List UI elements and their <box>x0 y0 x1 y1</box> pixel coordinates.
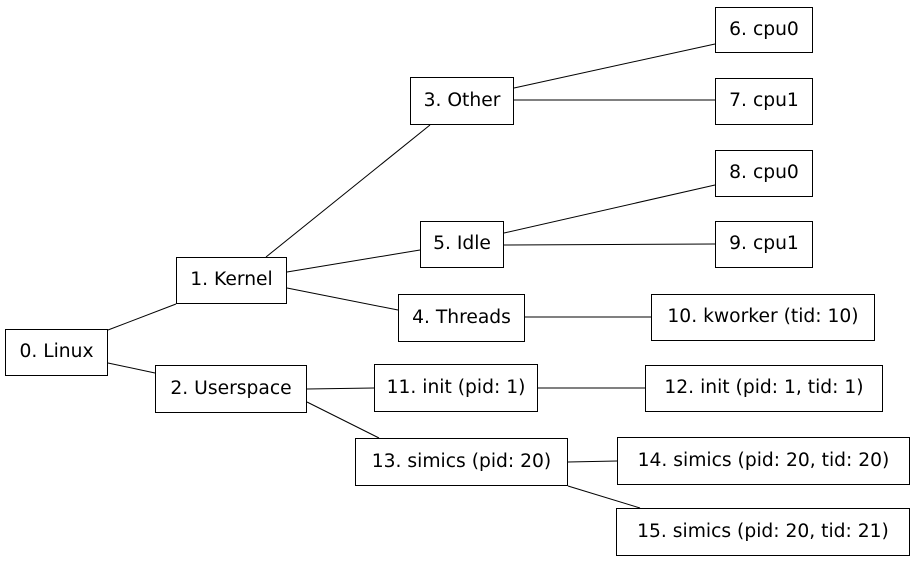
node-label: 0. Linux <box>19 341 94 363</box>
node-label: 7. cpu1 <box>729 90 799 112</box>
node-label: 8. cpu0 <box>729 162 799 184</box>
edge-userspace-init <box>306 387 375 390</box>
node-label: 15. simics (pid: 20, tid: 21) <box>637 520 889 542</box>
edge-simics-thread20 <box>567 460 618 463</box>
node-14-simics-thread20: 14. simics (pid: 20, tid: 20) <box>617 437 910 485</box>
node-10-kworker: 10. kworker (tid: 10) <box>651 294 875 341</box>
node-label: 6. cpu0 <box>729 18 799 40</box>
node-3-other: 3. Other <box>410 77 514 125</box>
node-label: 10. kworker (tid: 10) <box>667 306 859 328</box>
edge-kernel-other <box>265 124 431 258</box>
node-label: 14. simics (pid: 20, tid: 20) <box>637 449 890 471</box>
edge-kernel-idle <box>286 249 421 273</box>
node-label: 11. init (pid: 1) <box>386 376 526 398</box>
edge-simics-thread21 <box>567 485 641 509</box>
edge-linux-userspace <box>107 362 156 374</box>
node-1-kernel: 1. Kernel <box>176 257 287 304</box>
edge-kernel-threads <box>286 287 399 311</box>
node-12-init-thread: 12. init (pid: 1, tid: 1) <box>645 365 883 412</box>
edge-idle-cpu0 <box>503 184 716 234</box>
node-4-threads: 4. Threads <box>398 294 525 342</box>
edge-idle-cpu1 <box>503 243 716 246</box>
node-label: 2. Userspace <box>170 377 292 399</box>
node-11-init-process: 11. init (pid: 1) <box>374 364 538 412</box>
edge-other-cpu0 <box>513 43 716 89</box>
node-15-simics-thread21: 15. simics (pid: 20, tid: 21) <box>616 508 910 556</box>
node-2-userspace: 2. Userspace <box>155 365 307 413</box>
node-label: 4. Threads <box>412 306 511 328</box>
edge-linux-kernel <box>107 303 177 331</box>
node-label: 13. simics (pid: 20) <box>371 450 552 472</box>
node-label: 3. Other <box>423 89 501 111</box>
node-0-linux: 0. Linux <box>5 329 108 376</box>
node-8-cpu0: 8. cpu0 <box>715 150 813 197</box>
node-label: 5. Idle <box>433 233 491 255</box>
node-13-simics-process: 13. simics (pid: 20) <box>355 438 568 486</box>
node-label: 12. init (pid: 1, tid: 1) <box>664 377 864 399</box>
node-6-cpu0: 6. cpu0 <box>715 7 813 53</box>
node-5-idle: 5. Idle <box>420 221 504 268</box>
edge-userspace-simics <box>306 401 380 439</box>
node-9-cpu1: 9. cpu1 <box>715 221 813 268</box>
node-7-cpu1: 7. cpu1 <box>715 78 813 125</box>
node-label: 1. Kernel <box>190 269 273 291</box>
node-label: 9. cpu1 <box>729 233 799 255</box>
